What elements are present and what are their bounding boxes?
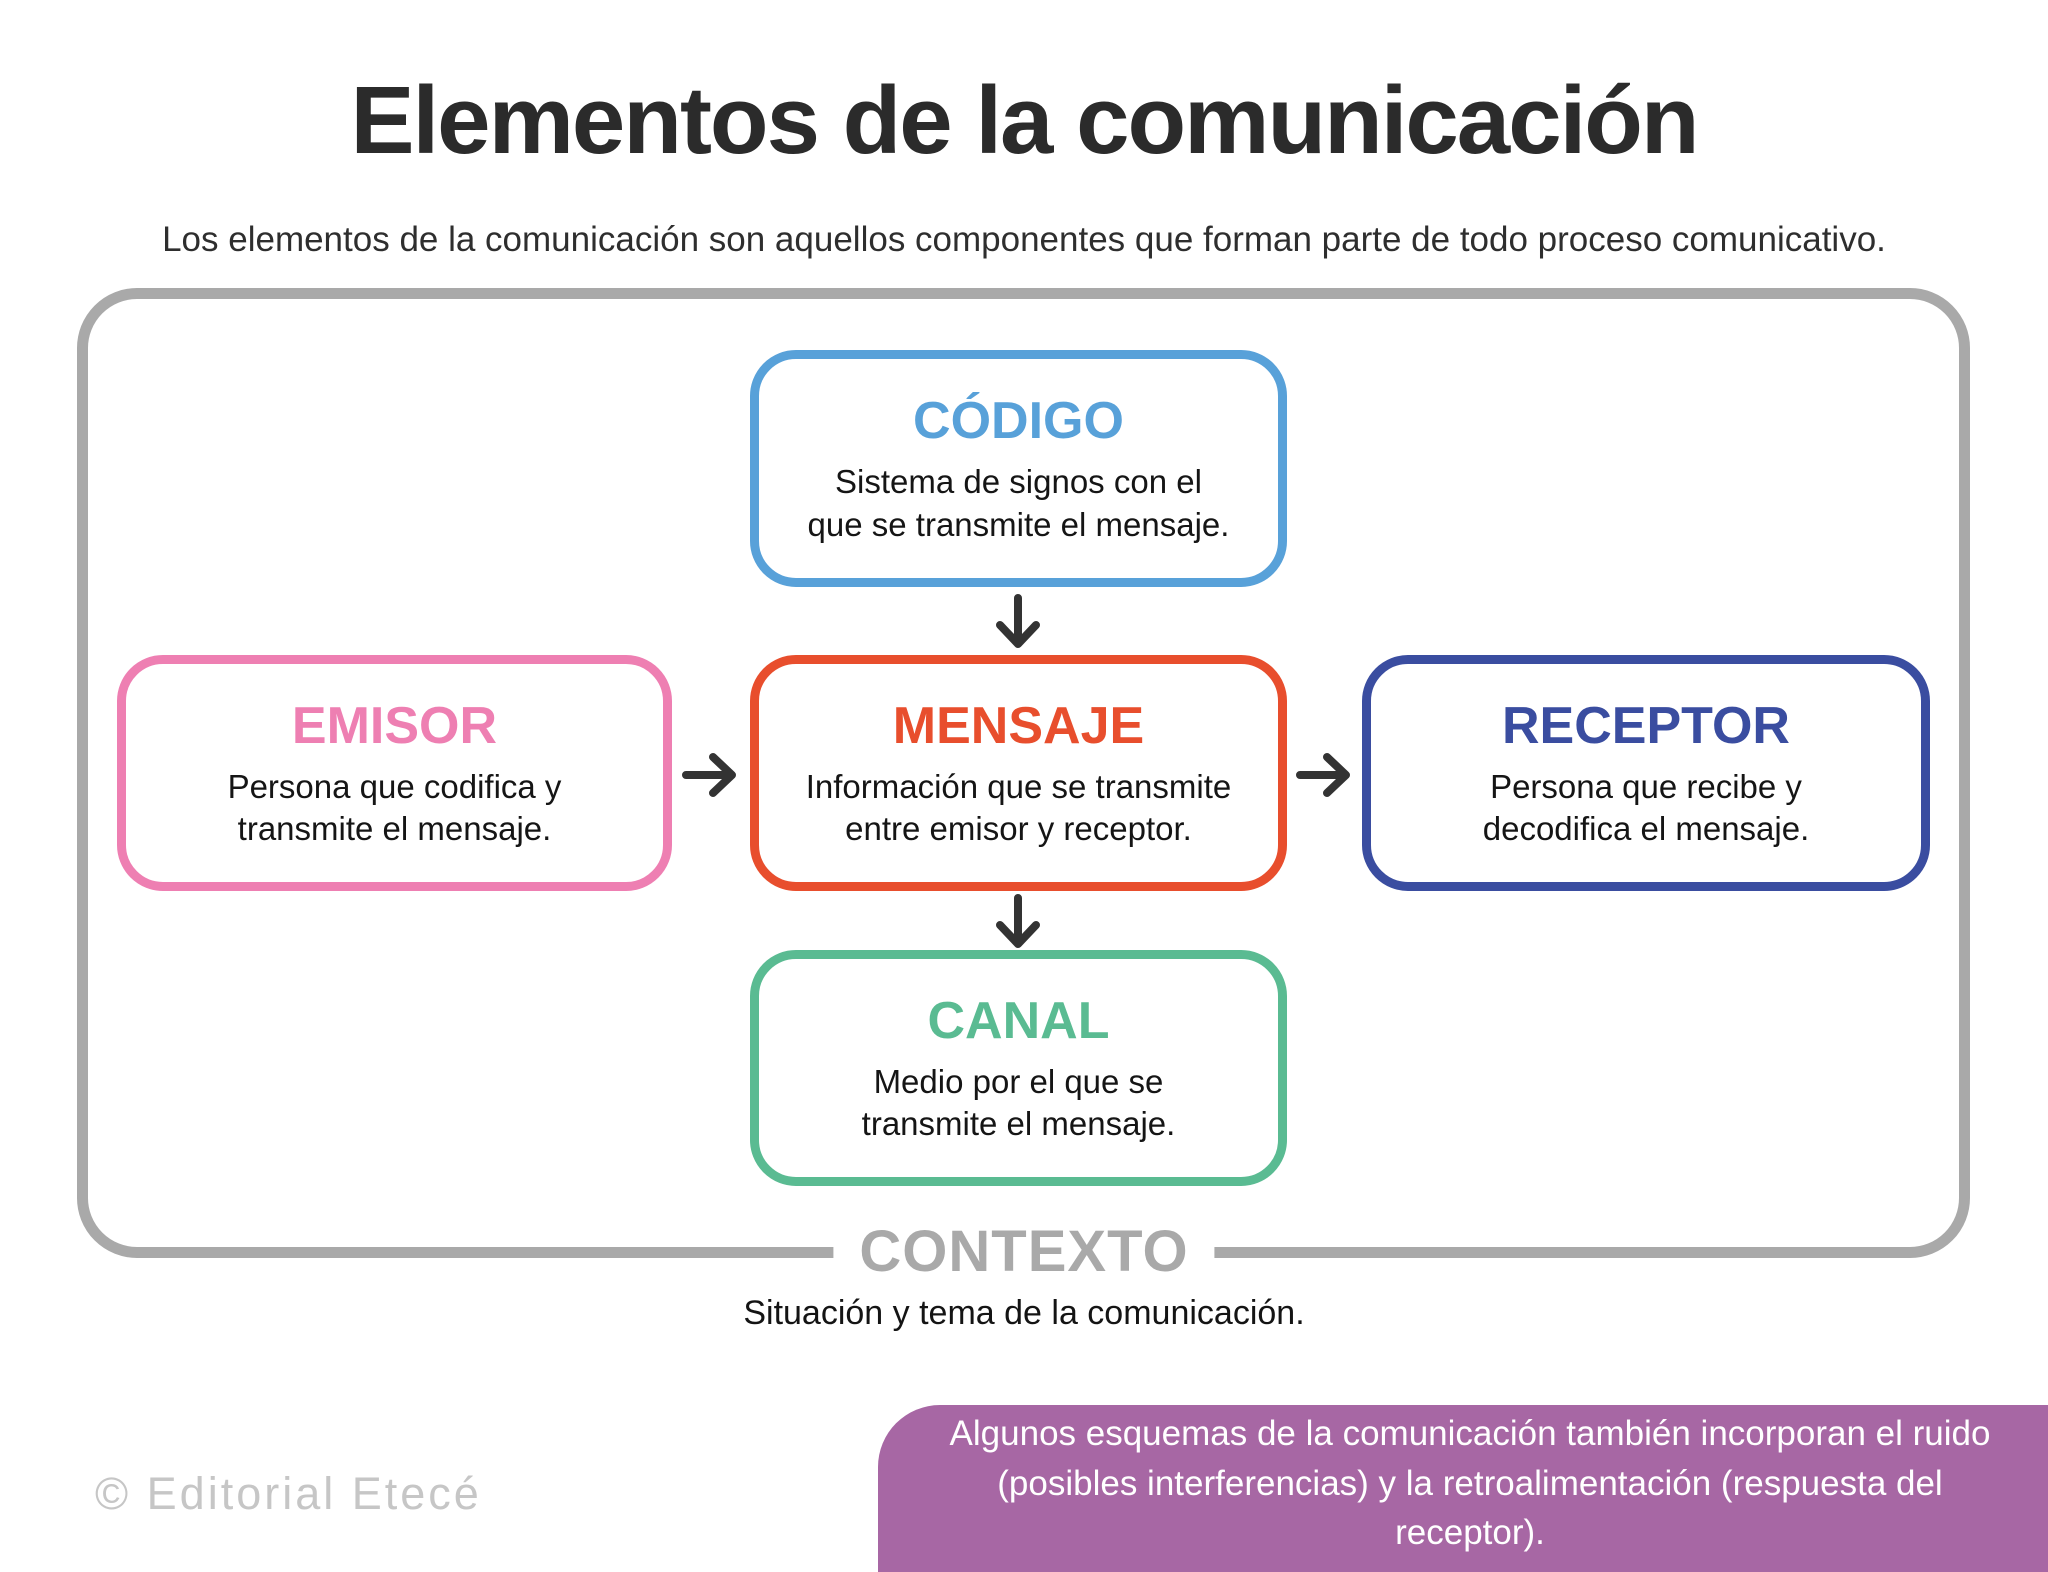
node-mensaje: MENSAJE Información que se transmite ent… [750,655,1287,891]
arrow-down-mensaje-to-canal-icon [989,894,1047,952]
page-subtitle: Los elementos de la comunicación son aqu… [162,220,1886,259]
copyright-text: © Editorial Etecé [95,1468,482,1519]
arrow-right-emisor-to-mensaje-icon [682,746,740,804]
node-receptor-title: RECEPTOR [1502,696,1790,755]
node-codigo-title: CÓDIGO [913,392,1124,451]
node-codigo-description: Sistema de signos con el que se transmit… [807,463,1230,543]
node-mensaje-description: Información que se transmite entre emiso… [805,767,1232,847]
page-title: Elementos de la comunicación [350,67,1699,174]
node-canal-description: Medio por el que se transmite el mensaje… [861,1062,1176,1142]
node-receptor: RECEPTOR Persona que recibe y decodifica… [1362,655,1930,891]
arrow-right-mensaje-to-receptor-icon [1296,746,1354,804]
contexto-description: Situación y tema de la comunicación. [743,1294,1305,1332]
node-emisor-title: EMISOR [291,696,498,755]
arrow-down-codigo-to-mensaje-icon [989,594,1047,652]
node-emisor-description: Persona que codifica y transmite el mens… [227,767,562,847]
node-canal-title: CANAL [927,991,1110,1050]
node-codigo: CÓDIGO Sistema de signos con el que se t… [750,350,1287,587]
node-mensaje-title: MENSAJE [892,696,1145,755]
node-receptor-description: Persona que recibe y decodifica el mensa… [1482,767,1810,847]
contexto-label: CONTEXTO [833,1222,1215,1282]
node-emisor: EMISOR Persona que codifica y transmite … [117,655,672,891]
node-canal: CANAL Medio por el que se transmite el m… [750,950,1287,1186]
note-box: Algunos esquemas de la comunicación tamb… [878,1405,2048,1572]
note-text: Algunos esquemas de la comunicación tamb… [949,1413,1991,1553]
